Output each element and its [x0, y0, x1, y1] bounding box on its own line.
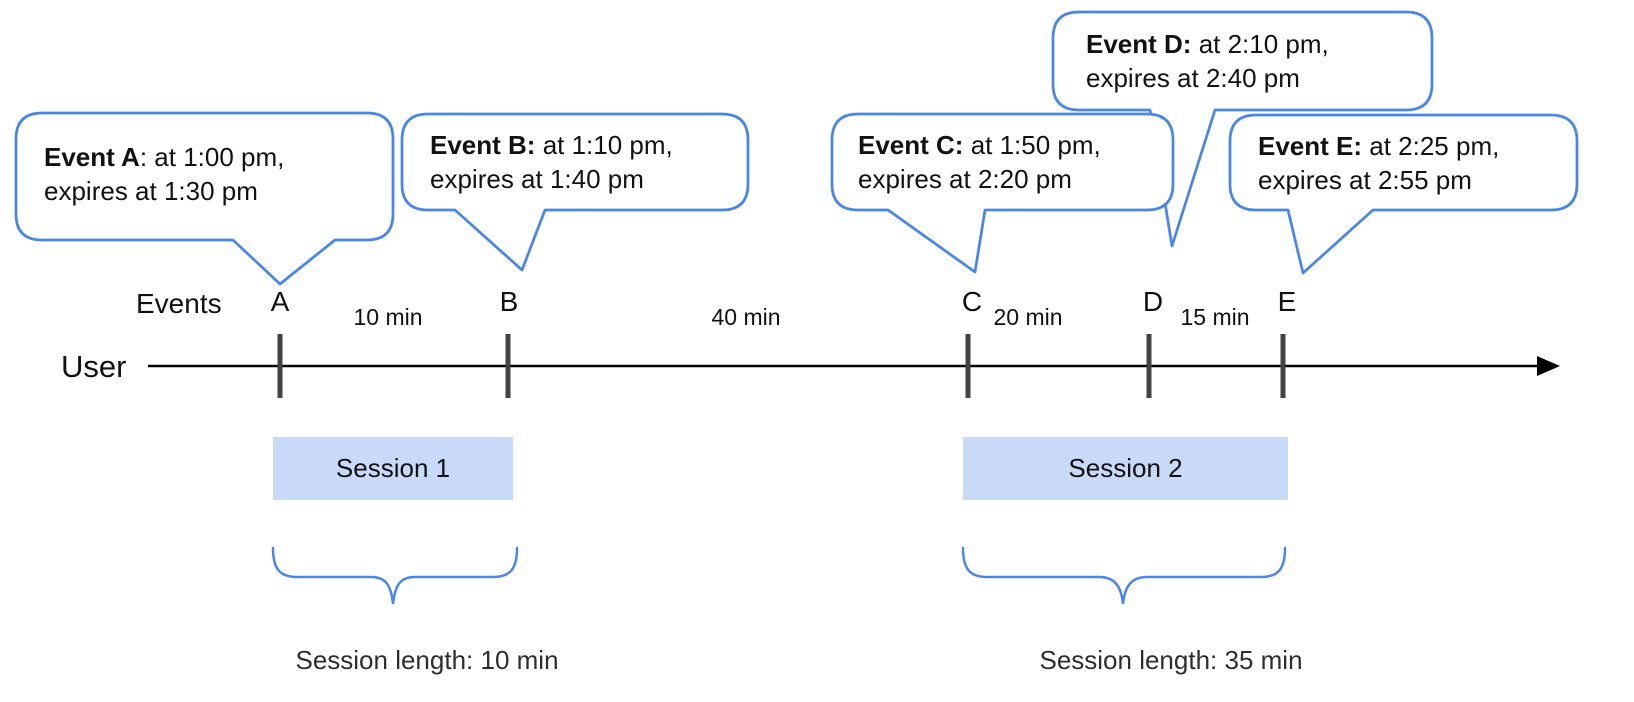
bubble-d-line1: Event D: at 2:10 pm,: [1086, 27, 1329, 61]
bubble-c-time: at 1:50 pm,: [963, 130, 1101, 160]
bubble-b-expiry: expires at 1:40 pm: [430, 164, 644, 194]
session-1-box: Session 1: [273, 437, 513, 500]
session-1-label: Session 1: [335, 453, 451, 483]
bubble-d-title: Event D:: [1086, 29, 1192, 59]
session-2-length-label: Session length: 35 min: [1039, 645, 1303, 675]
interval-label-b-c: 40 min: [711, 304, 781, 330]
speech-bubble-c-shape: [830, 112, 1175, 274]
interval-label-d-e: 15 min: [1180, 304, 1250, 330]
session-2-label: Session 2: [1068, 453, 1183, 483]
session-1-brace: [271, 546, 519, 605]
tick-label-a: A: [270, 286, 290, 317]
bubble-c-expiry: expires at 2:20 pm: [858, 164, 1072, 194]
bubble-a-title: Event A: [44, 142, 140, 172]
timeline-arrowhead-icon: [1537, 356, 1560, 376]
bubble-e-expiry: expires at 2:55 pm: [1258, 165, 1472, 195]
speech-bubble-b-shape: [400, 112, 750, 272]
bubble-b-line1: Event B: at 1:10 pm,: [430, 128, 673, 162]
tick-b: [505, 334, 511, 398]
bubble-b-text: Event B: at 1:10 pm, expires at 1:40 pm: [430, 128, 673, 196]
speech-bubble-d-shape: [1051, 10, 1434, 248]
bubble-d-text: Event D: at 2:10 pm, expires at 2:40 pm: [1086, 27, 1329, 95]
bubble-a-expiry: expires at 1:30 pm: [44, 176, 258, 206]
bubble-d-time: at 2:10 pm,: [1191, 29, 1329, 59]
user-axis-label: User: [61, 349, 127, 384]
interval-label-a-b: 10 min: [353, 304, 423, 330]
bubble-e-line1: Event E: at 2:25 pm,: [1258, 129, 1499, 163]
session-2-brace: [961, 546, 1287, 605]
bubble-a-time: : at 1:00 pm,: [139, 142, 285, 172]
events-axis-label: Events: [136, 288, 222, 319]
bubble-b-time: at 1:10 pm,: [535, 130, 673, 160]
tick-label-b: B: [499, 286, 519, 317]
interval-label-c-d: 20 min: [993, 304, 1063, 330]
tick-d: [1146, 334, 1152, 398]
bubble-e-time: at 2:25 pm,: [1362, 131, 1500, 161]
speech-bubble-e-shape: [1228, 113, 1579, 275]
bubble-a-text: Event A: at 1:00 pm, expires at 1:30 pm: [44, 140, 284, 208]
tick-label-e: E: [1277, 286, 1297, 317]
bubble-d-expiry: expires at 2:40 pm: [1086, 63, 1300, 93]
tick-e: [1280, 334, 1286, 398]
bubble-c-text: Event C: at 1:50 pm, expires at 2:20 pm: [858, 128, 1101, 196]
speech-bubble-a-shape: [14, 111, 395, 286]
bubble-c-line1: Event C: at 1:50 pm,: [858, 128, 1101, 162]
tick-a: [277, 334, 283, 398]
bubble-c-title: Event C:: [858, 130, 964, 160]
tick-label-c: C: [961, 286, 983, 317]
tick-label-d: D: [1142, 286, 1164, 317]
tick-c: [965, 334, 971, 398]
session-2-box: Session 2: [963, 437, 1288, 500]
session-1-length-label: Session length: 10 min: [295, 645, 559, 675]
bubble-b-title: Event B:: [430, 130, 536, 160]
bubble-e-title: Event E:: [1258, 131, 1363, 161]
bubble-a-line1: Event A: at 1:00 pm,: [44, 140, 284, 174]
bubble-e-text: Event E: at 2:25 pm, expires at 2:55 pm: [1258, 129, 1499, 197]
